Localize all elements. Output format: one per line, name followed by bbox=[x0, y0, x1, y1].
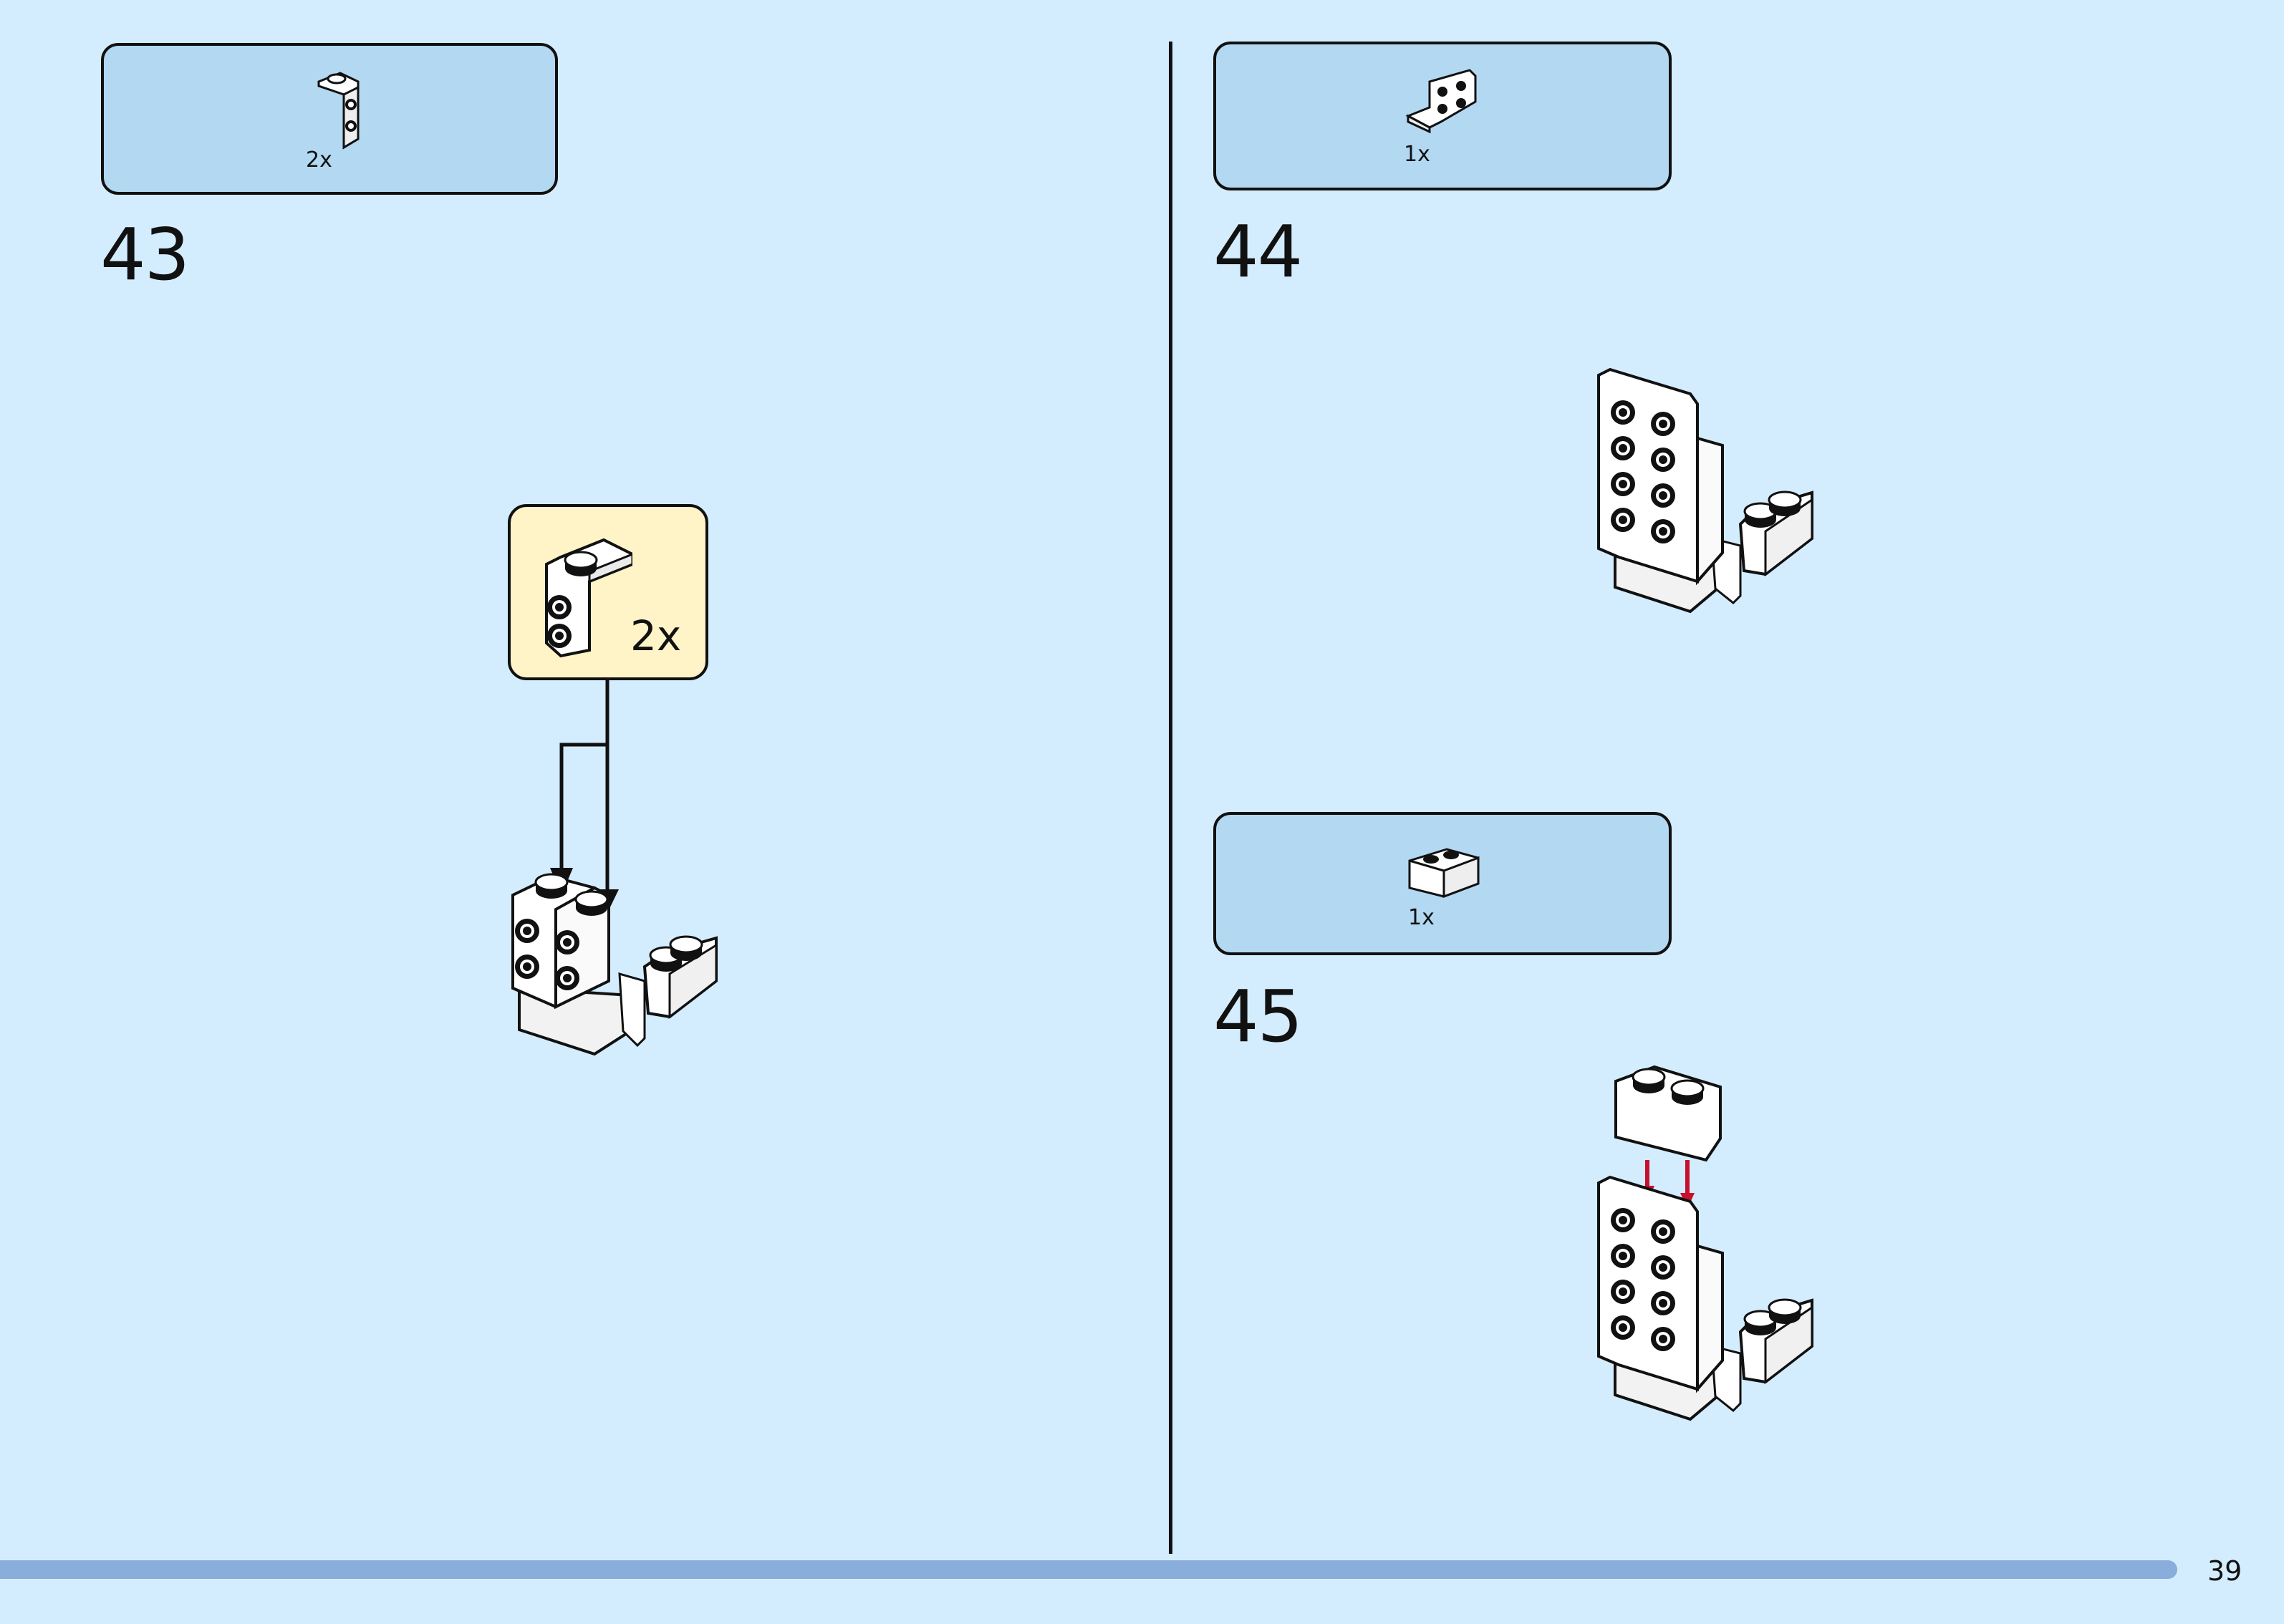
page-divider bbox=[1169, 42, 1172, 1554]
progress-bar bbox=[0, 1560, 2177, 1579]
plate-part-icon bbox=[1405, 69, 1477, 134]
parts-list-step-44: 1x bbox=[1213, 42, 1672, 190]
bracket-part-icon bbox=[317, 72, 360, 150]
parts-quantity: 1x bbox=[1408, 905, 1435, 930]
model-step-43 bbox=[511, 873, 718, 1056]
step-number: 45 bbox=[1213, 975, 1303, 1058]
step-number: 44 bbox=[1213, 210, 1303, 294]
model-step-44 bbox=[1597, 367, 1813, 614]
bracket-part-icon bbox=[545, 538, 632, 657]
callout-quantity: 2x bbox=[630, 612, 682, 660]
brick-part-icon bbox=[1408, 848, 1480, 899]
parts-quantity: 2x bbox=[306, 148, 332, 173]
step-number: 43 bbox=[100, 213, 190, 296]
page-number: 39 bbox=[2207, 1555, 2242, 1587]
model-step-45 bbox=[1597, 1065, 1813, 1421]
parts-list-step-43: 2x bbox=[101, 43, 558, 195]
parts-list-step-45: 1x bbox=[1213, 812, 1672, 955]
callout-box bbox=[508, 504, 708, 680]
parts-quantity: 1x bbox=[1404, 142, 1430, 167]
